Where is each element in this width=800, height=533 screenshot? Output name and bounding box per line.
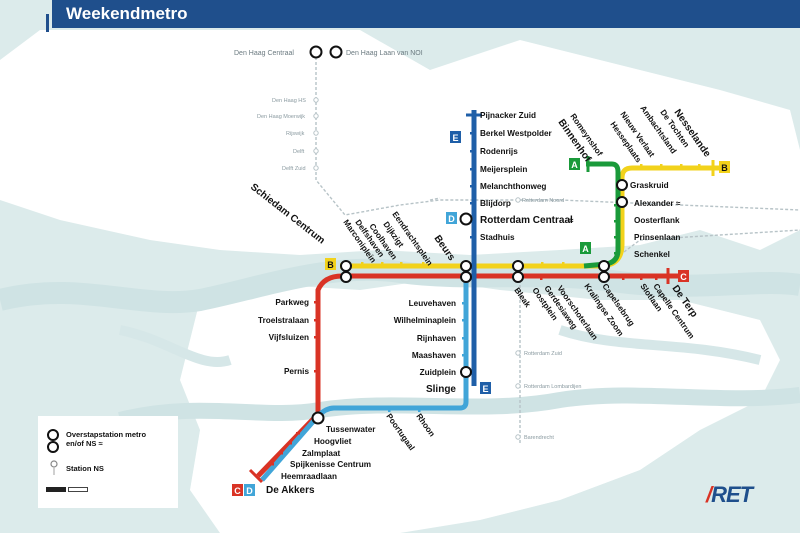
station-den-haag-moerwijk[interactable]: Den Haag Moerwijk: [257, 114, 305, 120]
station-rotterdam-centraal[interactable]: Rotterdam Centraal: [480, 215, 573, 226]
station-zuidplein[interactable]: Zuidplein: [420, 368, 456, 377]
svg-text:D: D: [448, 214, 455, 224]
station-beurs[interactable]: Beurs: [432, 233, 458, 263]
station-rodenrijs[interactable]: Rodenrijs: [480, 147, 518, 156]
ns-station-legend-icon: [50, 460, 58, 475]
transfer-stations: [309, 45, 628, 425]
station-wilhelminaplein[interactable]: Wilhelminaplein: [394, 316, 456, 325]
svg-text:E: E: [452, 133, 458, 143]
line-badge-c-south[interactable]: C: [232, 484, 243, 496]
station-den-haag-hs[interactable]: Den Haag HS: [272, 98, 306, 104]
line-badge-b-east[interactable]: B: [719, 161, 730, 173]
station-de-akkers[interactable]: De Akkers: [266, 485, 315, 496]
line-badge-e-south[interactable]: E: [480, 382, 491, 394]
transfer-station-legend-icon: [47, 429, 59, 453]
line-badge-c-east[interactable]: C: [678, 270, 689, 282]
station-rotterdam-noord[interactable]: Rotterdam Noord: [522, 198, 564, 204]
station-bleak[interactable]: Bleak: [512, 286, 532, 309]
station-blijdorp[interactable]: Blijdorp: [480, 199, 511, 208]
river-maas: [0, 258, 800, 314]
station-pijnacker-zuid[interactable]: Pijnacker Zuid: [480, 111, 536, 120]
station-tussenwater[interactable]: Tussenwater: [326, 425, 376, 434]
title-marker: [46, 14, 49, 32]
station-leuvehaven[interactable]: Leuvehaven: [409, 299, 456, 308]
svg-text:A: A: [571, 160, 578, 170]
svg-text:B: B: [721, 163, 728, 173]
line-badge-d-south[interactable]: D: [244, 484, 255, 496]
station-barendrecht[interactable]: Barendrecht: [524, 435, 554, 441]
station-stadhuis[interactable]: Stadhuis: [480, 233, 515, 242]
line-a-route: [583, 161, 621, 269]
station-hoogvliet[interactable]: Hoogvliet: [314, 437, 352, 446]
page-title: Weekendmetro: [66, 4, 188, 23]
station-poortugaal[interactable]: Poortugaal: [384, 412, 416, 452]
svg-text:C: C: [680, 272, 687, 282]
station-den-haag-centraal[interactable]: Den Haag Centraal: [234, 50, 294, 57]
station-troelstralaan[interactable]: Troelstralaan: [258, 316, 309, 325]
train-symbol-icon-legend: ≈: [98, 439, 103, 448]
station-slinge[interactable]: Slinge: [426, 384, 456, 395]
station-ticks-yellow: [361, 164, 701, 266]
line-badge-a-south[interactable]: A: [580, 242, 591, 254]
line-badge-e-north[interactable]: E: [450, 131, 461, 143]
station-den-haag-laan-van-noi[interactable]: Den Haag Laan van NOI: [346, 50, 423, 57]
station-ticks-blue: [470, 132, 474, 239]
scale-bar: [46, 487, 90, 492]
station-ticks-lightblue: [388, 302, 466, 412]
station-rotterdam-zuid[interactable]: Rotterdam Zuid: [524, 351, 562, 357]
station-maashaven[interactable]: Maashaven: [412, 351, 456, 360]
station-schiedam-centrum[interactable]: Schiedam Centrum: [248, 182, 327, 247]
station-graskruid[interactable]: Graskruid: [630, 181, 669, 190]
station-schenkel[interactable]: Schenkel: [634, 250, 670, 259]
station-ticks-red: [270, 276, 658, 466]
station-rhoon[interactable]: Rhoon: [414, 412, 436, 438]
land-north: [0, 30, 800, 255]
station-rijnhaven[interactable]: Rijnhaven: [417, 334, 456, 343]
title-bar: Weekendmetro: [46, 0, 800, 32]
station-spijkenisse-centrum[interactable]: Spijkenisse Centrum: [290, 460, 371, 469]
station-delft-zuid[interactable]: Delft Zuid: [282, 166, 306, 172]
svg-text:D: D: [246, 486, 253, 496]
legend-transfer-label: Overstapstation metro en/of NS ≈: [66, 430, 147, 448]
station-ticks-green: [614, 204, 618, 255]
station-prinsenlaan[interactable]: Prinsenlaan: [634, 233, 680, 242]
station-heemraadlaan[interactable]: Heemraadlaan: [281, 472, 337, 481]
svg-text:A: A: [582, 244, 589, 254]
station-delft[interactable]: Delft: [293, 149, 305, 155]
station-alexander[interactable]: Alexander: [634, 199, 674, 208]
train-symbol-icon: ≈: [569, 216, 574, 225]
svg-text:C: C: [234, 486, 241, 496]
station-vijfsluizen[interactable]: Vijfsluizen: [269, 333, 309, 342]
station-zalmplaat[interactable]: Zalmplaat: [302, 449, 340, 458]
svg-text:E: E: [482, 384, 488, 394]
line-badge-a-north[interactable]: A: [569, 158, 580, 170]
station-parkweg[interactable]: Parkweg: [275, 298, 309, 307]
station-rotterdam-lombardijen[interactable]: Rotterdam Lombardijen: [524, 384, 581, 390]
river-branch: [118, 325, 762, 367]
line-c-south-terminus-bar: [248, 468, 264, 484]
svg-text:B: B: [327, 260, 334, 270]
line-badge-d-centraal[interactable]: D: [446, 212, 457, 224]
station-meijersplein[interactable]: Meijersplein: [480, 165, 527, 174]
map-legend: Overstapstation metro en/of NS ≈ Station…: [38, 416, 178, 508]
station-melanchthonweg[interactable]: Melanchthonweg: [480, 182, 546, 191]
legend-ns-label: Station NS: [66, 464, 104, 473]
station-oosterflank[interactable]: Oosterflank: [634, 216, 680, 225]
ns-stations: [313, 97, 521, 440]
station-pernis[interactable]: Pernis: [284, 367, 309, 376]
station-berkel-westpolder[interactable]: Berkel Westpolder: [480, 129, 553, 138]
ret-logo: /RET: [706, 482, 753, 507]
line-badge-b-west[interactable]: B: [325, 258, 336, 270]
station-rijswijk[interactable]: Rijswijk: [286, 131, 305, 137]
train-symbol-icon-alexander: ≈: [676, 199, 681, 208]
